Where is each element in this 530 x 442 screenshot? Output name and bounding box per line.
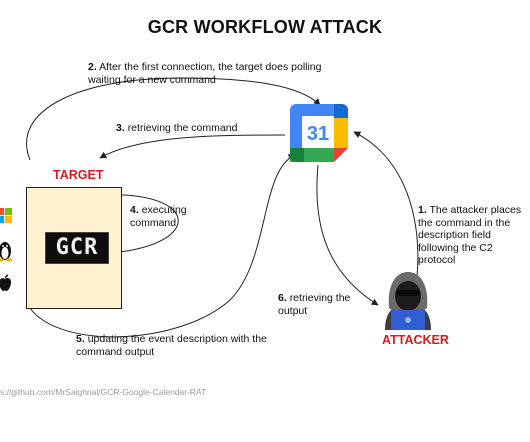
os-icons	[0, 208, 12, 292]
source-url: s://github.com/MrSaighnal/GCR-Google-Cal…	[0, 387, 207, 397]
arrow-step2	[26, 77, 321, 161]
step-2-label: 2. After the first connection, the targe…	[88, 61, 322, 86]
hacker-icon	[385, 272, 431, 330]
windows-icon	[0, 208, 12, 223]
step-3-label: 3. retrieving the command	[116, 122, 238, 134]
arrow-step4	[99, 194, 179, 256]
gcr-logo: GCR	[45, 232, 109, 264]
apple-icon	[0, 274, 11, 291]
arrow-step3	[99, 134, 286, 159]
step-4-label: 4. executing command	[130, 204, 187, 229]
arrow-step1	[353, 131, 419, 293]
calendar-day-number: 31	[307, 123, 329, 145]
step-5-label: 5. updating the event description with t…	[76, 333, 267, 358]
diagram-title: GCR WORKFLOW ATTACK	[147, 17, 383, 37]
arrow-step5	[29, 154, 296, 338]
step-1-label: 1. The attacker places the command in th…	[418, 204, 522, 266]
step-6-label: 6. retrieving the output	[278, 292, 351, 317]
linux-icon	[0, 242, 12, 262]
attacker-label: ATTACKER	[382, 333, 449, 347]
google-calendar-icon: 31	[290, 104, 348, 162]
target-label: TARGET	[53, 168, 104, 182]
arrow-step6	[316, 164, 379, 306]
